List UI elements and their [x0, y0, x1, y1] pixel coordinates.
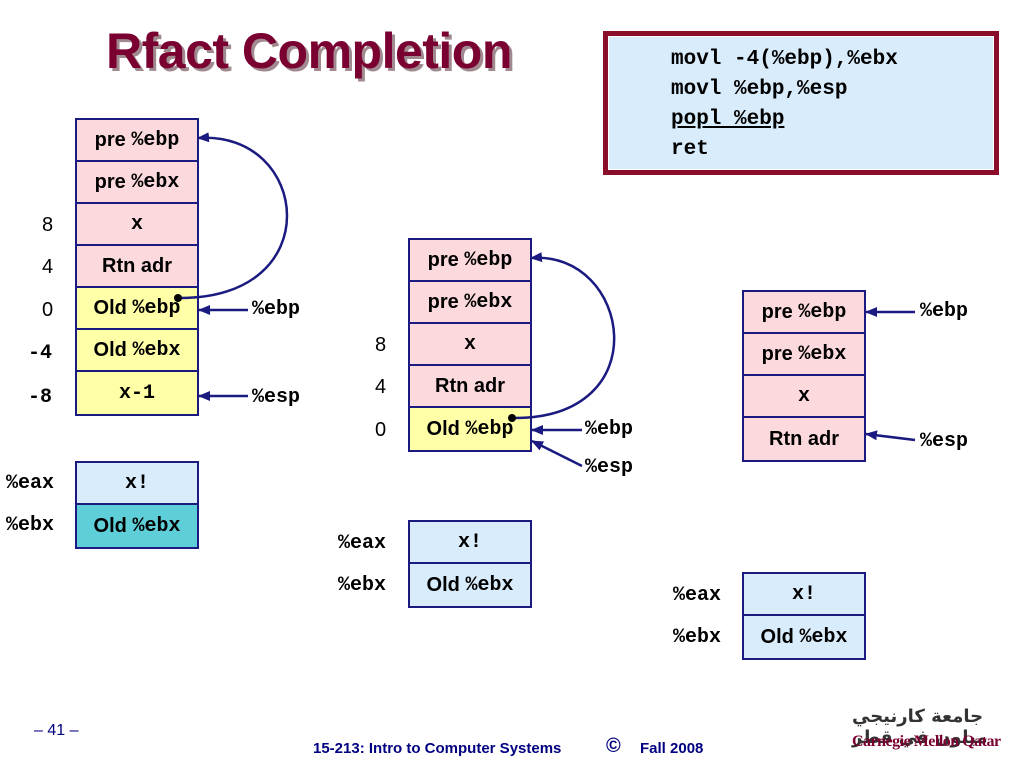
ebp-pointer-label: %ebp [920, 300, 969, 323]
offset-label: 0 [375, 419, 387, 441]
stack-frame-1: pre %ebp pre %ebx x Rtn adr Old %ebp Old… [75, 118, 199, 416]
university-logo: Carnegie Mellon Qatar [852, 733, 1001, 750]
offset-label: 8 [375, 334, 387, 356]
code-line: popl %ebp [671, 108, 785, 131]
stack-cell: x [77, 204, 197, 246]
offset-label: 8 [42, 214, 54, 236]
register-name: %eax [338, 532, 387, 555]
register-value: Old %ebx [744, 616, 864, 658]
stack-cell: pre %ebp [410, 240, 530, 282]
stack-cell: x-1 [77, 372, 197, 414]
code-line: movl %ebp,%esp [671, 78, 848, 101]
register-name: %eax [673, 584, 722, 607]
ebp-pointer-label: %ebp [585, 418, 634, 441]
stack-cell: Rtn adr [410, 366, 530, 408]
register-name: %eax [6, 472, 55, 495]
code-box: movl -4(%ebp),%ebx movl %ebp,%esp popl %… [603, 31, 999, 175]
term-footer: Fall 2008 [640, 740, 704, 757]
stack-cell: x [744, 376, 864, 418]
esp-pointer-label: %esp [252, 386, 301, 409]
code-line: movl -4(%ebp),%ebx [671, 48, 898, 71]
stack-cell: Rtn adr [77, 246, 197, 288]
stack-cell: Old %ebp [410, 408, 530, 450]
register-table-1: x! Old %ebx [75, 461, 199, 549]
stack-frame-2: pre %ebp pre %ebx x Rtn adr Old %ebp [408, 238, 532, 452]
register-name: %ebx [338, 574, 387, 597]
register-value: x! [410, 522, 530, 564]
stack-cell: x [410, 324, 530, 366]
stack-cell: Rtn adr [744, 418, 864, 460]
esp-pointer-label: %esp [585, 456, 634, 479]
copyright-symbol: © [606, 735, 621, 757]
offset-label: 4 [375, 376, 387, 398]
course-footer: 15-213: Intro to Computer Systems [313, 740, 562, 757]
register-name: %ebx [673, 626, 722, 649]
offset-label: 4 [42, 256, 54, 278]
register-value: Old %ebx [77, 505, 197, 547]
register-table-3: x! Old %ebx [742, 572, 866, 660]
ebp-pointer-label: %ebp [252, 298, 301, 321]
stack-cell: Old %ebp [77, 288, 197, 330]
stack-frame-3: pre %ebp pre %ebx x Rtn adr [742, 290, 866, 462]
register-value: x! [744, 574, 864, 616]
esp-pointer-arrow [531, 439, 583, 468]
code-listing: movl -4(%ebp),%ebx movl %ebp,%esp popl %… [608, 36, 994, 170]
university-logo-arabic: جامعة كارنيجي ميلون في قطر [852, 706, 988, 748]
stack-cell: pre %ebp [744, 292, 864, 334]
page-number: – 41 – [34, 722, 79, 739]
register-name: %ebx [6, 514, 55, 537]
stack-cell: pre %ebx [77, 162, 197, 204]
stack-cell: Old %ebx [77, 330, 197, 372]
stack-cell: pre %ebx [744, 334, 864, 376]
offset-label: -4 [28, 342, 53, 365]
register-table-2: x! Old %ebx [408, 520, 532, 608]
code-line: ret [671, 138, 709, 161]
offset-label: -8 [28, 386, 53, 409]
offset-label: 0 [42, 299, 54, 321]
esp-pointer-arrow [865, 430, 916, 442]
slide-title: Rfact Completion [106, 23, 512, 79]
stack-cell: pre %ebp [77, 120, 197, 162]
stack-cell: pre %ebx [410, 282, 530, 324]
esp-pointer-label: %esp [920, 430, 969, 453]
register-value: Old %ebx [410, 564, 530, 606]
register-value: x! [77, 463, 197, 505]
